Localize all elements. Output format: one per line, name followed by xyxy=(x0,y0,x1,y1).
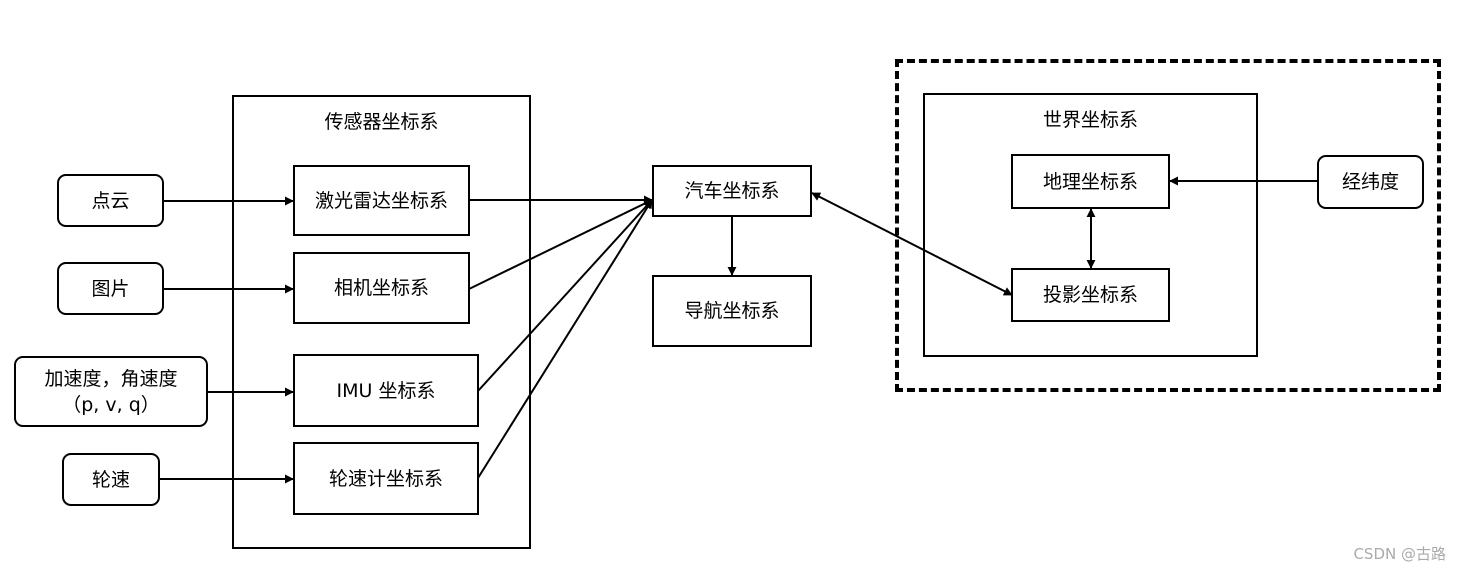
input-lat-lon-label: 经纬度 xyxy=(1341,171,1399,193)
world-frame-group-title: 世界坐标系 xyxy=(1042,109,1138,131)
input-imu-data-line2: （p, v, q） xyxy=(62,393,160,416)
camera-frame-label: 相机坐标系 xyxy=(333,277,429,299)
sensor-frame-group-title: 传感器坐标系 xyxy=(324,111,439,133)
vehicle-frame-box: 汽车坐标系 xyxy=(652,165,812,217)
arrow-vehicle-projection-bidirectional xyxy=(811,192,1013,296)
arrow-camera-to-vehicle xyxy=(468,199,653,290)
world-dashed-boundary xyxy=(895,59,1441,392)
input-imu-data: 加速度，角速度 （p, v, q） xyxy=(14,356,208,427)
sensor-frame-group: 传感器坐标系 xyxy=(232,95,531,549)
input-wheel-speed: 轮速 xyxy=(62,453,160,506)
input-point-cloud-label: 点云 xyxy=(91,189,130,212)
input-image-label: 图片 xyxy=(91,277,130,300)
world-frame-group: 世界坐标系 xyxy=(923,93,1258,357)
arrow-odometer-to-vehicle xyxy=(477,199,653,479)
wheel-odometer-frame-box: 轮速计坐标系 xyxy=(293,442,479,515)
input-image: 图片 xyxy=(57,262,164,315)
navigation-frame-label: 导航坐标系 xyxy=(684,300,780,322)
wheel-odometer-frame-label: 轮速计坐标系 xyxy=(328,467,443,490)
geographic-frame-box: 地理坐标系 xyxy=(1011,154,1170,209)
imu-frame-label: IMU 坐标系 xyxy=(336,379,436,402)
lidar-frame-box: 激光雷达坐标系 xyxy=(293,165,470,236)
imu-frame-box: IMU 坐标系 xyxy=(293,354,479,427)
projection-frame-label: 投影坐标系 xyxy=(1042,284,1138,306)
input-lat-lon: 经纬度 xyxy=(1317,155,1424,209)
input-point-cloud: 点云 xyxy=(57,174,164,227)
lidar-frame-label: 激光雷达坐标系 xyxy=(314,189,448,212)
input-wheel-speed-label: 轮速 xyxy=(91,468,130,491)
projection-frame-box: 投影坐标系 xyxy=(1011,268,1170,322)
vehicle-frame-label: 汽车坐标系 xyxy=(684,180,780,202)
geographic-frame-label: 地理坐标系 xyxy=(1042,170,1138,193)
navigation-frame-box: 导航坐标系 xyxy=(652,275,812,347)
camera-frame-box: 相机坐标系 xyxy=(293,252,470,324)
input-imu-data-line1: 加速度，角速度 xyxy=(44,367,178,390)
watermark-text: CSDN @古路 xyxy=(1353,545,1446,563)
arrow-imu-to-vehicle xyxy=(477,199,653,392)
